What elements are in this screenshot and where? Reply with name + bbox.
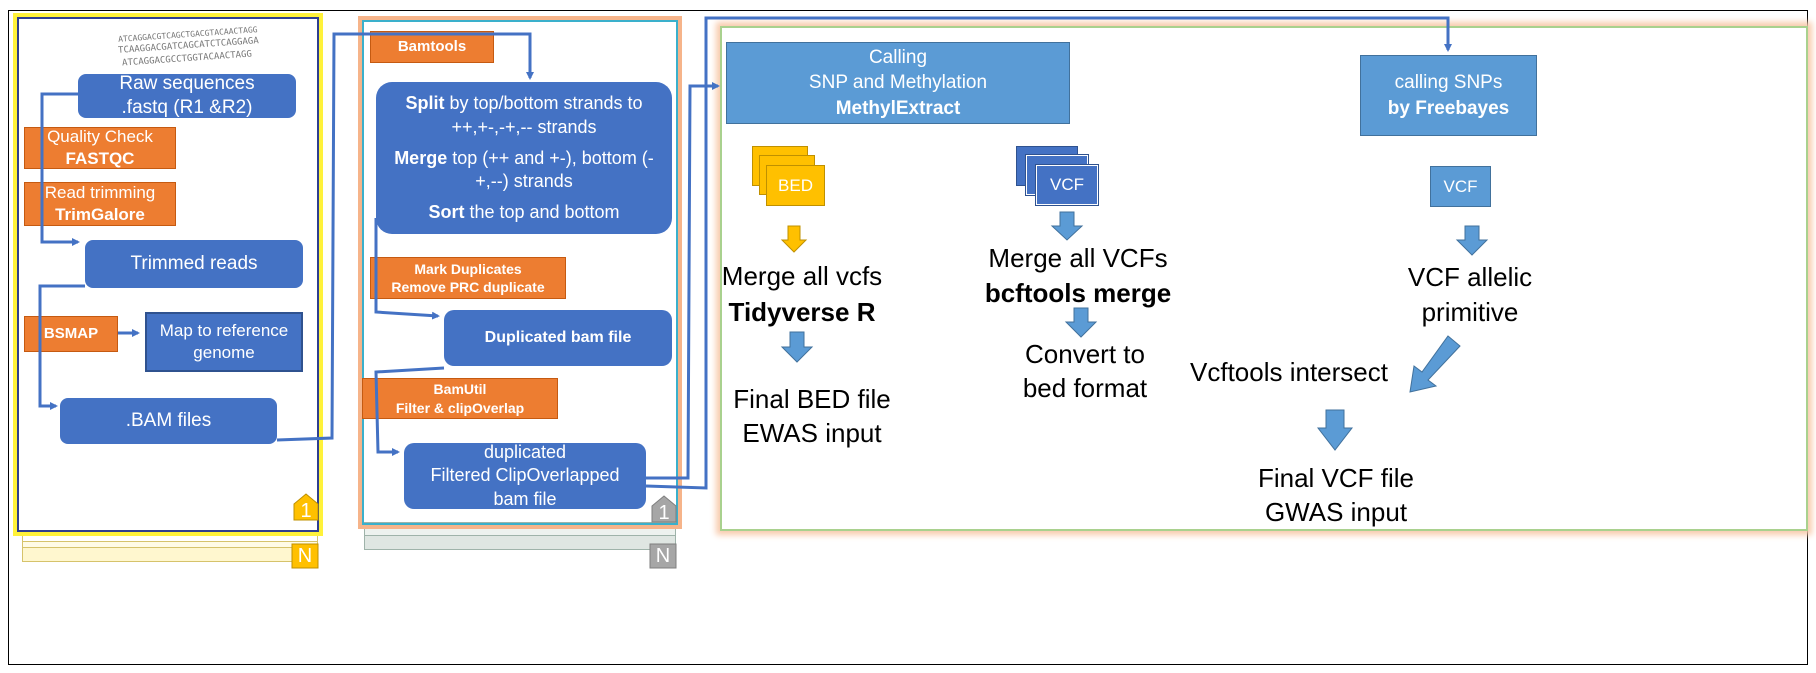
vcf-file-icon: VCF [1430,166,1491,207]
panel2-stack [364,22,676,552]
read-trimming-box: Read trimming TrimGalore [24,182,176,226]
merge-vcfs-tidyverse: Merge all vcfs Tidyverse R [721,261,883,328]
merge-step: Merge top (++ and +-), bottom (-+,--) st… [394,147,654,192]
final-vcf-file: Final VCF file GWAS input [1257,463,1415,527]
panel1-stack [22,22,318,562]
bsmap-box: BSMAP [24,316,118,352]
merge-vcfs-bcftools: Merge all VCFs bcftools merge [984,243,1172,309]
vcf-allelic-primitive: VCF allelic primitive [1407,262,1533,328]
panel1-badge-bottom-label: N [297,545,313,567]
freebayes-box: calling SNPs by Freebayes [1360,55,1537,136]
trimmed-reads-box: Trimmed reads [85,240,303,288]
map-reference-box: Map to reference genome [145,312,303,372]
final-bed-file: Final BED file EWAS input [733,384,891,448]
convert-bed-format: Convert to bed format [1022,339,1148,403]
vcftools-intersect: Vcftools intersect [1190,357,1388,387]
bamutil-box: BamUtil Filter & clipOverlap [362,378,558,419]
methylextract-box: Calling SNP and Methylation MethylExtrac… [726,42,1070,124]
bam-files-box: .BAM files [60,398,277,444]
panel1-badge-top-label: 1 [300,500,312,522]
sort-step: Sort the top and bottom [428,202,620,222]
bamtools-steps-box: Split by top/bottom strands to ++,+-,-+,… [376,82,672,234]
panel2-badge-bottom-label: N [655,545,671,567]
mark-duplicates-box: Mark Duplicates Remove PRC duplicate [370,257,566,299]
duplicated-bam-box: Duplicated bam file [444,310,672,366]
bamtools-box: Bamtools [370,31,494,63]
split-step: Split by top/bottom strands to ++,+-,-+,… [405,93,643,137]
panel2-badge-top-label: 1 [658,502,670,524]
quality-check-box: Quality Check FASTQC [24,127,176,169]
raw-sequences-box: Raw sequences .fastq (R1 &R2) [78,73,296,118]
filtered-bam-box: duplicated Filtered ClipOverlapped bam f… [404,442,646,509]
